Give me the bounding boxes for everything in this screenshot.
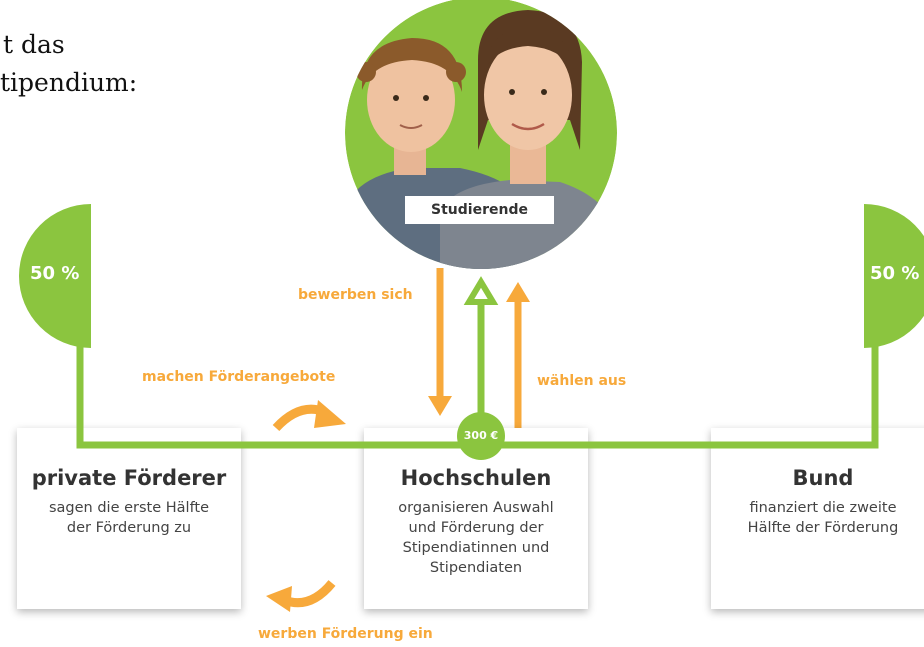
private-sponsors-title: private Förderer	[31, 466, 227, 490]
universities-text-2: und Förderung der	[408, 520, 544, 536]
amount-value: 300 €	[463, 429, 499, 442]
label-apply: bewerben sich	[298, 287, 413, 303]
universities-title: Hochschulen	[400, 466, 552, 490]
private-sponsors-box: private Förderer sagen die erste Hälfte …	[17, 428, 241, 609]
arrow-up-green	[463, 276, 499, 305]
page-title: t das tipendium:	[0, 26, 240, 102]
federal-box: Bund finanziert die zweite Hälfte der Fö…	[711, 428, 924, 609]
title-line-2: tipendium:	[0, 68, 138, 97]
universities-box: Hochschulen organisieren Auswahl und För…	[364, 428, 588, 609]
federal-text-2: Hälfte der Förderung	[747, 520, 899, 536]
right-share-halfcircle	[864, 204, 924, 348]
federal-text-1: finanziert die zweite	[749, 500, 897, 516]
arrow-up-orange	[506, 282, 530, 302]
universities-text-3: Stipendiatinnen und	[402, 540, 550, 556]
federal-title: Bund	[792, 466, 854, 490]
label-raise: werben Förderung ein	[258, 626, 433, 642]
universities-text-4: Stipendiaten	[429, 560, 523, 576]
title-line-1: t das	[3, 30, 65, 59]
students-label: Studierende	[405, 196, 554, 224]
right-share-value: 50 %	[870, 263, 920, 284]
label-select: wählen aus	[537, 373, 627, 389]
left-share-halfcircle	[19, 204, 91, 348]
label-offers: machen Förderangebote	[142, 369, 336, 385]
private-sponsors-text-2: der Förderung zu	[66, 520, 192, 536]
private-sponsors-text-1: sagen die erste Hälfte	[48, 500, 210, 516]
students-photo	[345, 0, 617, 269]
left-share-value: 50 %	[30, 263, 80, 284]
arrow-down-orange	[428, 396, 452, 416]
universities-text-1: organisieren Auswahl	[398, 500, 554, 516]
